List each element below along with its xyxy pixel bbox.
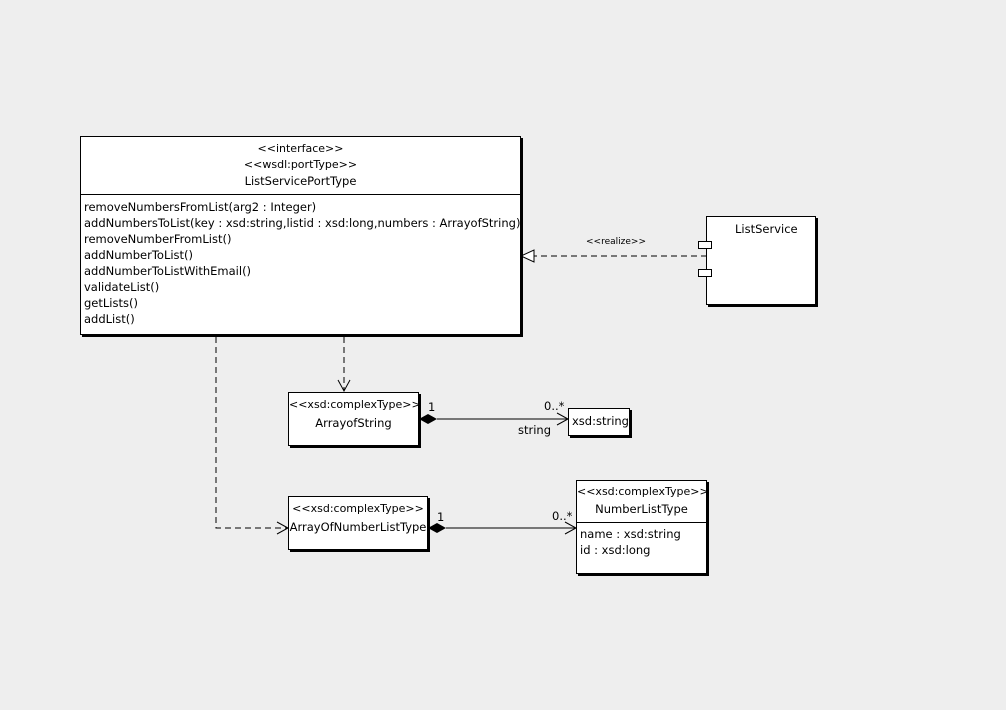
class-header: <<xsd:complexType>> NumberListType xyxy=(577,481,709,519)
operation: removeNumberFromList() xyxy=(84,232,232,246)
operation: addNumberToListWithEmail() xyxy=(84,264,252,278)
portType-stereotype: <<wsdl:portType>> xyxy=(243,158,358,171)
component-name: ListService xyxy=(735,222,798,236)
interface-header: <<interface>> <<wsdl:portType>> ListServ… xyxy=(81,137,520,194)
class-stereotype: <<xsd:complexType>> xyxy=(289,398,421,411)
composition-numberlist[interactable] xyxy=(428,521,578,535)
realize-label: <<realize>> xyxy=(586,237,646,247)
dependency-arrayofstring[interactable] xyxy=(337,337,351,393)
operation: addNumberToList() xyxy=(84,248,194,262)
class-xsd-string[interactable]: xsd:string xyxy=(568,408,630,436)
multiplicity-source: 1 xyxy=(437,510,445,524)
class-arrayofnumberlisttype[interactable]: <<xsd:complexType>> ArrayOfNumberListTyp… xyxy=(288,496,428,550)
operation: addNumbersToList(key : xsd:string,listid… xyxy=(84,216,521,230)
interface-stereotype: <<interface>> xyxy=(257,142,344,155)
operation: addList() xyxy=(84,312,135,326)
operation: getLists() xyxy=(84,296,138,310)
class-stereotype: <<xsd:complexType>> xyxy=(292,502,424,515)
component-port-icon xyxy=(698,241,712,249)
class-arrayofstring[interactable]: <<xsd:complexType>> ArrayofString xyxy=(288,392,421,446)
composition-string[interactable] xyxy=(419,412,570,426)
realize-connector[interactable] xyxy=(519,249,707,263)
attribute: id : xsd:long xyxy=(580,543,651,557)
class-header: <<xsd:complexType>> ArrayOfNumberListTyp… xyxy=(289,497,427,535)
class-header: <<xsd:complexType>> ArrayofString xyxy=(289,393,421,431)
dependency-arrayofnumberlisttype[interactable] xyxy=(215,337,290,535)
attribute: name : xsd:string xyxy=(580,527,681,541)
class-numberlisttype[interactable]: <<xsd:complexType>> NumberListType name … xyxy=(576,480,709,574)
multiplicity-target: 0..* xyxy=(552,509,573,523)
multiplicity-target: 0..* xyxy=(544,399,565,413)
class-stereotype: <<xsd:complexType>> xyxy=(577,485,709,498)
operation: validateList() xyxy=(84,280,160,294)
multiplicity-source: 1 xyxy=(428,400,436,414)
class-name: ArrayofString xyxy=(315,416,392,430)
class-name: xsd:string xyxy=(572,414,629,428)
attributes-list: name : xsd:string id : xsd:long xyxy=(577,523,706,562)
role-label: string xyxy=(518,423,552,437)
interface-listserviceporttype[interactable]: <<interface>> <<wsdl:portType>> ListServ… xyxy=(80,136,521,335)
interface-divider xyxy=(81,194,520,195)
class-name: NumberListType xyxy=(595,502,688,516)
interface-name: ListServicePortType xyxy=(244,174,357,188)
component-port-icon xyxy=(698,269,712,277)
operation: removeNumbersFromList(arg2 : Integer) xyxy=(84,200,317,214)
operations-list: removeNumbersFromList(arg2 : Integer) ad… xyxy=(81,195,520,331)
class-name: ArrayOfNumberListType xyxy=(289,520,427,534)
class-divider xyxy=(577,522,706,523)
component-listservice[interactable]: ListService xyxy=(706,216,816,305)
